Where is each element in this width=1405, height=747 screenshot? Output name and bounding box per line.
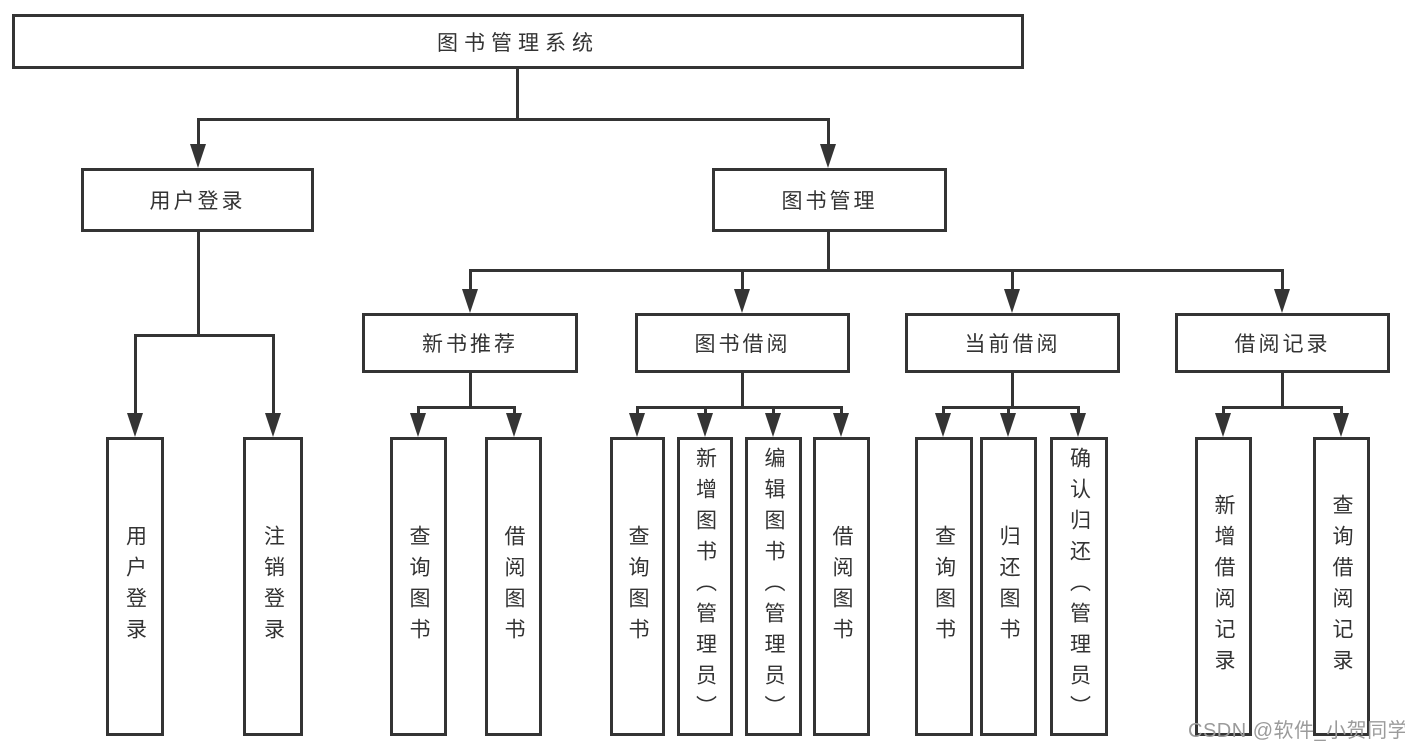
connector-line — [1011, 269, 1014, 291]
connector-line — [134, 334, 274, 337]
connector-line — [741, 269, 744, 291]
leaf-add-book-admin-label: 新增图书（管理员） — [693, 447, 717, 726]
connector-line — [1281, 373, 1284, 408]
leaf-query-books-current: 查询图书 — [915, 437, 973, 736]
arrow-down-icon — [629, 413, 645, 437]
arrow-down-icon — [1274, 289, 1290, 313]
leaf-borrow-books-recommend-label: 借阅图书 — [502, 524, 525, 649]
connector-line — [272, 334, 275, 416]
arrow-down-icon — [1070, 413, 1086, 437]
leaf-add-borrow-record: 新增借阅记录 — [1195, 437, 1252, 736]
connector-line — [1011, 373, 1014, 408]
connector-line — [942, 406, 945, 415]
node-book-borrow: 图书借阅 — [635, 313, 850, 373]
connector-line — [772, 406, 775, 415]
connector-line — [197, 232, 200, 336]
node-current-borrow-label: 当前借阅 — [964, 333, 1061, 356]
node-new-book-recommend: 新书推荐 — [362, 313, 578, 373]
node-root-label: 图书管理系统 — [437, 31, 599, 55]
connector-line — [469, 269, 1283, 272]
arrow-down-icon — [265, 413, 281, 437]
leaf-edit-book-admin-label: 编辑图书（管理员） — [762, 447, 785, 726]
leaf-borrow-books-recommend: 借阅图书 — [485, 437, 542, 736]
node-current-borrow: 当前借阅 — [905, 313, 1120, 373]
connector-line — [469, 373, 472, 408]
connector-line — [1222, 406, 1225, 415]
connector-line — [636, 406, 639, 415]
arrow-down-icon — [1004, 289, 1020, 313]
arrow-down-icon — [127, 413, 143, 437]
connector-line — [827, 118, 830, 146]
arrow-down-icon — [462, 289, 478, 313]
leaf-edit-book-admin: 编辑图书（管理员） — [745, 437, 802, 736]
node-root: 图书管理系统 — [12, 14, 1024, 69]
leaf-add-book-admin: 新增图书（管理员） — [677, 437, 733, 736]
leaf-borrow-books: 借阅图书 — [813, 437, 870, 736]
node-book-borrow-label: 图书借阅 — [694, 333, 791, 356]
leaf-borrow-books-label: 借阅图书 — [830, 524, 853, 649]
connector-line — [827, 232, 830, 271]
connector-line — [417, 406, 420, 415]
arrow-down-icon — [410, 413, 426, 437]
connector-line — [134, 334, 137, 416]
leaf-return-books-label: 归还图书 — [997, 524, 1020, 649]
leaf-query-books-current-label: 查询图书 — [932, 524, 956, 649]
node-user-login: 用户登录 — [81, 168, 314, 232]
connector-line — [943, 406, 1080, 409]
connector-line — [1281, 269, 1284, 291]
connector-line — [1340, 406, 1343, 415]
connector-line — [513, 406, 516, 415]
connector-line — [741, 373, 744, 408]
leaf-query-borrow-record: 查询借阅记录 — [1313, 437, 1370, 736]
leaf-confirm-return-admin-label: 确认归还（管理员） — [1067, 447, 1091, 726]
connector-line — [1007, 406, 1010, 415]
arrow-down-icon — [1333, 413, 1349, 437]
leaf-query-borrow-record-label: 查询借阅记录 — [1330, 493, 1353, 680]
node-borrow-records: 借阅记录 — [1175, 313, 1390, 373]
leaf-confirm-return-admin: 确认归还（管理员） — [1050, 437, 1108, 736]
arrow-down-icon — [190, 144, 206, 168]
node-book-management: 图书管理 — [712, 168, 947, 232]
arrow-down-icon — [1000, 413, 1016, 437]
arrow-down-icon — [734, 289, 750, 313]
node-user-login-label: 用户登录 — [149, 190, 246, 213]
arrow-down-icon — [833, 413, 849, 437]
arrow-down-icon — [697, 413, 713, 437]
arrow-down-icon — [1215, 413, 1231, 437]
arrow-down-icon — [820, 144, 836, 168]
connector-line — [469, 269, 472, 291]
connector-line — [418, 406, 515, 409]
leaf-return-books: 归还图书 — [980, 437, 1037, 736]
connector-line — [1222, 406, 1342, 409]
arrow-down-icon — [765, 413, 781, 437]
connector-line — [1077, 406, 1080, 415]
leaf-query-books-recommend: 查询图书 — [390, 437, 447, 736]
arrow-down-icon — [935, 413, 951, 437]
connector-line — [840, 406, 843, 415]
leaf-add-borrow-record-label: 新增借阅记录 — [1212, 493, 1235, 680]
arrow-down-icon — [506, 413, 522, 437]
leaf-query-books-recommend-label: 查询图书 — [407, 524, 430, 649]
leaf-logout-login-label: 注销登录 — [261, 524, 285, 649]
leaf-user-login: 用户登录 — [106, 437, 164, 736]
connector-line — [637, 406, 842, 409]
connector-line — [704, 406, 707, 415]
connector-line — [197, 118, 829, 121]
csdn-watermark: CSDN @软件_小贺同学 — [1188, 720, 1405, 742]
node-book-management-label: 图书管理 — [781, 190, 878, 213]
leaf-query-books-borrow: 查询图书 — [610, 437, 665, 736]
connector-line — [516, 69, 519, 120]
leaf-query-books-borrow-label: 查询图书 — [626, 524, 649, 649]
leaf-user-login-label: 用户登录 — [123, 524, 147, 649]
node-borrow-records-label: 借阅记录 — [1234, 333, 1331, 356]
node-new-book-recommend-label: 新书推荐 — [422, 333, 518, 356]
connector-line — [197, 118, 200, 146]
leaf-logout-login: 注销登录 — [243, 437, 303, 736]
